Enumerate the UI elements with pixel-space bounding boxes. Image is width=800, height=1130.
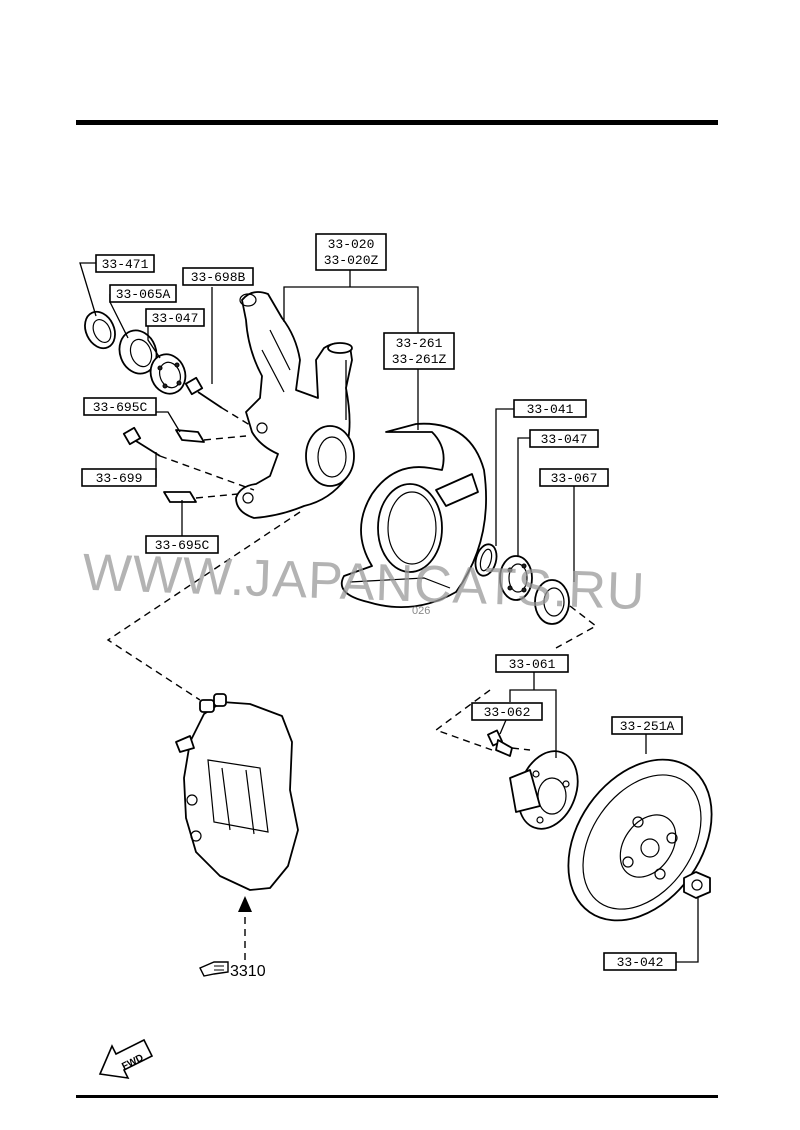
reference-3310-text: 3310 (230, 963, 266, 980)
leader-33-695c-top (156, 411, 181, 433)
brake-disc (567, 758, 713, 922)
leader-33-047-inner (147, 326, 161, 359)
clip-bottom (163, 491, 197, 503)
label-33-698b-text: 33-698B (191, 270, 246, 285)
leader-33-042 (676, 898, 699, 963)
steering-knuckle (235, 291, 355, 519)
label-33-065a: 33-065A (109, 284, 177, 303)
label-33-695c-top: 33-695C (83, 397, 157, 416)
label-33-042: 33-042 (603, 952, 677, 971)
leader-33-061 (509, 672, 557, 758)
label-33-047-outer-text: 33-047 (541, 432, 588, 447)
label-33-471-text: 33-471 (102, 257, 149, 272)
label-33-261: 33-261 33-261Z (383, 332, 455, 370)
snap-ring (474, 543, 498, 577)
label-33-041-text: 33-041 (527, 402, 574, 417)
fwd-arrow-icon: FWD (98, 1038, 154, 1080)
label-33-062: 33-062 (471, 702, 543, 721)
label-33-047-inner-text: 33-047 (152, 311, 199, 326)
label-33-699-text: 33-699 (96, 471, 143, 486)
label-33-067: 33-067 (539, 468, 609, 487)
stud-guide (511, 747, 531, 751)
caliper-bolt (122, 426, 161, 457)
label-33-042-text: 33-042 (617, 955, 664, 970)
label-33-065a-text: 33-065A (116, 287, 171, 302)
label-33-251a: 33-251A (611, 716, 683, 735)
label-33-047-inner: 33-047 (145, 308, 205, 327)
leader-33-041 (495, 408, 514, 546)
leader-33-020 (283, 270, 419, 430)
label-33-020z-text: 33-020Z (324, 253, 379, 268)
bottom-rule (76, 1095, 718, 1098)
label-33-061-text: 33-061 (509, 657, 556, 672)
abs-sensor-ring (84, 310, 116, 350)
label-33-695c-top-text: 33-695C (93, 400, 148, 415)
label-33-695c-bottom-text: 33-695C (155, 538, 210, 553)
clip-top-guide (203, 435, 247, 441)
ref-arrow-head (238, 896, 252, 912)
label-33-020-text: 33-020 (328, 237, 375, 252)
wheel-stud (487, 729, 513, 757)
reference-3310[interactable]: 3310 (199, 961, 266, 980)
outer-bearing (499, 555, 533, 601)
knuckle-bolt (184, 376, 223, 409)
leader-33-062 (499, 719, 507, 735)
leader-33-047-outer (517, 437, 530, 556)
clip-top (175, 429, 205, 443)
pointing-hand-icon (199, 961, 229, 977)
label-33-261-text: 33-261 (396, 336, 443, 351)
label-33-471: 33-471 (95, 254, 155, 273)
top-rule (76, 120, 718, 125)
oil-seal (118, 329, 158, 375)
label-33-041: 33-041 (513, 399, 587, 418)
caliper-bolt-guide (159, 455, 255, 491)
dust-shield (340, 422, 487, 609)
label-33-695c-bottom: 33-695C (145, 535, 219, 554)
clip-bottom-guide (195, 493, 239, 499)
label-33-699: 33-699 (81, 468, 157, 487)
outer-oil-seal (534, 579, 570, 625)
label-33-251a-text: 33-251A (620, 719, 675, 734)
hub-nut (683, 871, 711, 899)
leader-33-471 (79, 262, 97, 317)
image-code-text: 026 (412, 605, 430, 617)
brake-caliper (175, 693, 299, 891)
label-33-067-text: 33-067 (551, 471, 598, 486)
inner-bearing (149, 353, 187, 395)
hub-axis-guide (555, 605, 598, 649)
watermark-text: WWW.JAPANCATS.RU (82, 544, 647, 622)
label-33-261z-text: 33-261Z (392, 352, 447, 367)
caliper-mount-guide (106, 511, 301, 701)
label-33-062-text: 33-062 (484, 705, 531, 720)
wheel-hub (509, 750, 579, 830)
label-33-061: 33-061 (495, 654, 569, 673)
label-33-047-outer: 33-047 (529, 429, 599, 448)
label-33-020: 33-020 33-020Z (315, 233, 387, 271)
label-33-698b: 33-698B (182, 267, 254, 286)
